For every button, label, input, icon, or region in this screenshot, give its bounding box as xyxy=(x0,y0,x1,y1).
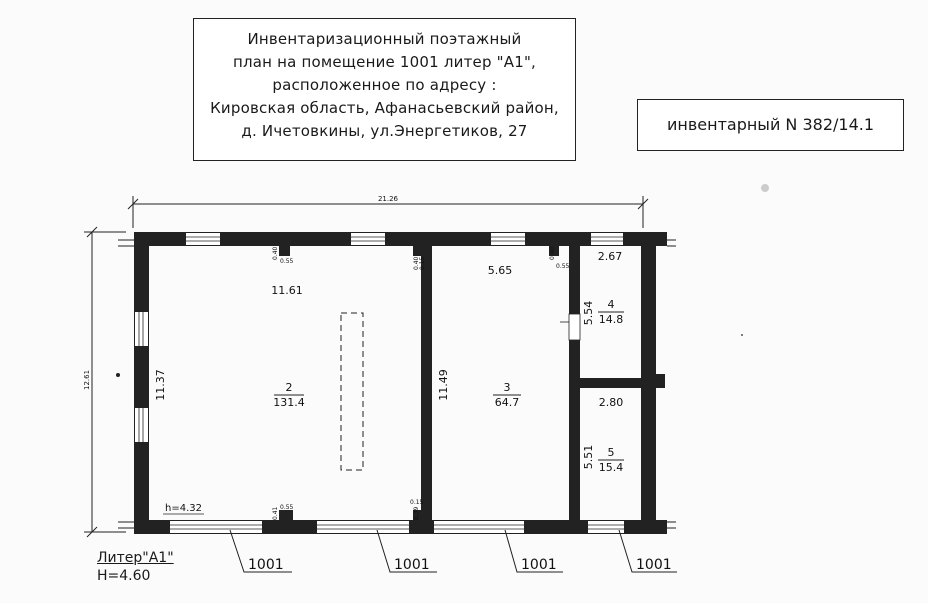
pier-dimension: 0.40 xyxy=(272,246,279,260)
height-note: h=4.32 xyxy=(165,503,202,514)
pier-dimension: 0.39 xyxy=(413,506,420,520)
room-5-label: 5 15.4 xyxy=(598,446,624,474)
window xyxy=(591,233,623,245)
callout-label: 1001 xyxy=(521,557,557,573)
room-area: 14.8 xyxy=(599,313,624,326)
window xyxy=(491,233,525,245)
entrance-markers xyxy=(118,239,676,529)
room-number: 3 xyxy=(504,381,511,394)
dimension-label: 11.49 xyxy=(437,369,450,401)
pier-dimension: 0.15 xyxy=(410,499,424,506)
window xyxy=(170,521,262,533)
pier-dimension: 0.40 xyxy=(549,246,556,260)
pier-dimension: 0.41 xyxy=(272,506,279,520)
room-area: 15.4 xyxy=(599,461,624,474)
title-line: расположенное по адресу : xyxy=(272,76,497,94)
room-number: 4 xyxy=(608,298,615,311)
callout-label: 1001 xyxy=(394,557,430,573)
pier-dimension: 0.15 xyxy=(419,256,426,270)
inventory-number-box: инвентарный N 382/14.1 xyxy=(637,99,904,151)
dimension-label: 5.65 xyxy=(488,264,513,277)
dimension-label: 11.37 xyxy=(154,369,167,401)
pier-dimension: 0.40 xyxy=(413,256,420,270)
scan-speck xyxy=(761,184,769,192)
title-line: план на помещение 1001 литер "А1", xyxy=(232,53,537,71)
title-line: Инвентаризационный поэтажный xyxy=(247,30,522,48)
window xyxy=(186,233,220,245)
litera-height: Н=4.60 xyxy=(97,568,151,584)
scan-speck xyxy=(116,373,120,377)
dashed-fixture xyxy=(340,312,364,471)
title-block: Инвентаризационный поэтажный план на пом… xyxy=(193,18,576,161)
piers xyxy=(279,246,559,520)
interior-door xyxy=(560,313,581,341)
dimension-label: 2.80 xyxy=(599,396,624,409)
title-line: Кировская область, Афанасьевский район, xyxy=(210,99,559,117)
dimension-label: 5.54 xyxy=(582,301,595,326)
callout-label: 1001 xyxy=(636,557,672,573)
window xyxy=(351,233,385,245)
room-area: 64.7 xyxy=(495,396,520,409)
room-number: 5 xyxy=(608,446,615,459)
window xyxy=(135,408,148,442)
scan-speck xyxy=(741,334,743,336)
window xyxy=(135,312,148,346)
room-2-label: 2 131.4 xyxy=(273,381,305,409)
windows xyxy=(135,233,624,533)
pier-dimension: 0.55 xyxy=(280,504,294,511)
litera-block: Литер"А1" Н=4.60 xyxy=(97,549,174,585)
overall-height-dimension xyxy=(84,226,126,538)
interior-walls xyxy=(421,246,641,520)
callout-1001 xyxy=(229,529,677,573)
room-area: 131.4 xyxy=(273,396,305,409)
window xyxy=(317,521,409,533)
title-line: д. Ичетовкины, ул.Энергетиков, 27 xyxy=(241,122,528,140)
pier-dimension: 0.55 xyxy=(556,263,570,270)
room-3-label: 3 64.7 xyxy=(493,381,521,409)
litera-name: Литер"А1" xyxy=(97,550,174,566)
dimension-label: 2.67 xyxy=(598,250,623,263)
room-4-label: 4 14.8 xyxy=(598,298,624,326)
window xyxy=(588,521,624,533)
window xyxy=(434,521,524,533)
room-number: 2 xyxy=(286,381,293,394)
inventory-number: инвентарный N 382/14.1 xyxy=(666,115,875,134)
overall-width-label: 21.26 xyxy=(378,195,399,203)
dimension-label: 11.61 xyxy=(271,284,303,297)
overall-width-dimension xyxy=(127,196,649,228)
overall-height-label: 12.61 xyxy=(83,370,91,390)
callout-label: 1001 xyxy=(248,557,284,573)
pier-dimension: 0.55 xyxy=(280,258,294,265)
dimension-label: 5.51 xyxy=(582,445,595,470)
